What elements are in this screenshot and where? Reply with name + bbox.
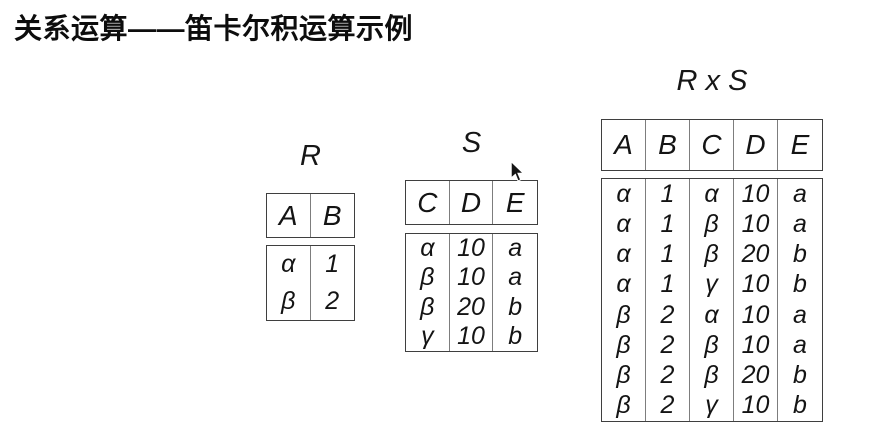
table-cell: b — [508, 321, 523, 350]
table-cell: β — [690, 209, 734, 240]
table-cell: 10 — [734, 330, 778, 361]
table-cell: 20 — [450, 292, 494, 322]
table-cell: 10 — [734, 209, 778, 240]
table-cell: β — [602, 300, 646, 331]
table-cell: α — [267, 246, 311, 283]
table-cell: 10 — [450, 321, 494, 351]
header-cell: A — [602, 120, 646, 170]
header-cell: D — [734, 120, 778, 170]
table-cell: 10 — [734, 300, 778, 331]
table-s-title: S — [461, 127, 482, 159]
table-cell: b — [793, 361, 807, 390]
table-cell: β — [602, 390, 646, 421]
table-cell: β — [602, 360, 646, 391]
table-cell: a — [793, 300, 807, 329]
table-cell: 1 — [646, 239, 690, 270]
table-cell: β — [690, 360, 734, 391]
table-cell: a — [793, 209, 807, 238]
table-cell: β — [602, 330, 646, 361]
table-cell: 20 — [734, 239, 778, 270]
table-cell: 10 — [450, 263, 494, 293]
table-cell: 10 — [734, 179, 778, 210]
table-cell: γ — [690, 390, 734, 421]
table-cell: 20 — [734, 360, 778, 391]
table-cell: a — [793, 330, 807, 359]
table-cell: a — [793, 179, 807, 208]
table-cell: α — [602, 269, 646, 300]
table-cell: α — [690, 179, 734, 210]
table-cell: β — [267, 283, 311, 320]
table-cell: a — [508, 263, 523, 292]
table-cell: β — [406, 263, 450, 293]
table-cell: 10 — [734, 390, 778, 421]
table-cell: 10 — [450, 234, 494, 264]
table-cell: α — [406, 234, 450, 264]
table-r-title: R — [300, 140, 321, 172]
table-cell: b — [793, 240, 807, 269]
table-cell: 1 — [646, 179, 690, 210]
table-cell: 1 — [325, 250, 340, 278]
header-cell: E — [790, 129, 810, 160]
table-cell: γ — [690, 269, 734, 300]
table-cell: b — [793, 391, 807, 420]
table-cell: α — [690, 300, 734, 331]
table-cell: 2 — [646, 390, 690, 421]
table-cell: β — [690, 239, 734, 270]
table-cell: γ — [406, 321, 450, 351]
mouse-cursor-icon — [510, 161, 525, 182]
table-cell: β — [690, 330, 734, 361]
header-cell: C — [406, 181, 450, 224]
table-cell: b — [793, 270, 807, 299]
table-cell: α — [602, 179, 646, 210]
slide-title: 关系运算——笛卡尔积运算示例 — [14, 13, 414, 44]
table-cell: a — [508, 234, 523, 263]
header-cell: B — [646, 120, 690, 170]
header-cell: B — [322, 199, 342, 231]
table-cell: 1 — [646, 209, 690, 240]
header-cell: D — [450, 181, 494, 224]
table-cell: β — [406, 292, 450, 322]
header-cell: A — [267, 194, 311, 237]
table-cell: α — [602, 209, 646, 240]
table-r-cross-s-title: R x S — [676, 65, 748, 97]
table-cell: 10 — [734, 269, 778, 300]
table-cell: 2 — [646, 330, 690, 361]
table-cell: 2 — [646, 300, 690, 331]
table-cell: 2 — [325, 287, 340, 315]
table-cell: 1 — [646, 269, 690, 300]
header-cell: C — [690, 120, 734, 170]
table-cell: b — [508, 292, 523, 321]
table-cell: α — [602, 239, 646, 270]
table-cell: 2 — [646, 360, 690, 391]
header-cell: E — [505, 186, 525, 218]
